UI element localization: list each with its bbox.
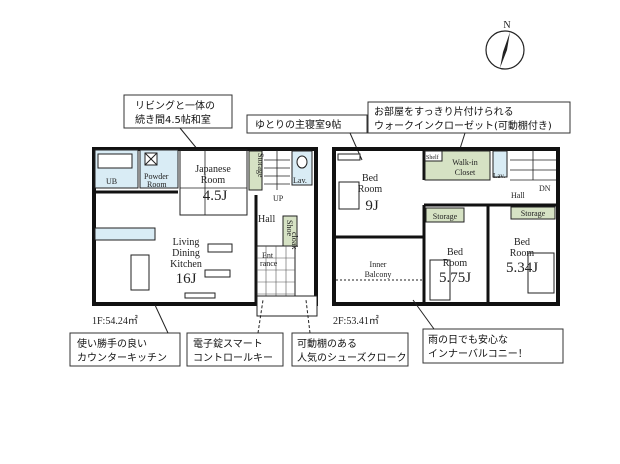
svg-text:Hall: Hall <box>258 214 275 225</box>
svg-text:Inner: Inner <box>370 260 387 269</box>
svg-text:16J: 16J <box>176 271 197 287</box>
compass-icon: N <box>485 20 525 70</box>
floor-1-area: 1F:54.24㎡ <box>92 315 138 327</box>
svg-text:Bed: Bed <box>362 173 378 184</box>
callout-japanese-room: リビングと一体の 続き間4.5帖和室 <box>123 94 233 151</box>
callout-master-bedroom: ゆとりの主寝室9帖 <box>246 114 368 161</box>
svg-text:Room: Room <box>147 180 167 189</box>
svg-text:Storage: Storage <box>433 212 458 221</box>
svg-text:インナーバルコニー！: インナーバルコニー！ <box>428 348 528 360</box>
svg-text:Lav.: Lav. <box>293 176 307 185</box>
svg-text:Shelf: Shelf <box>426 154 439 161</box>
svg-text:cloak: cloak <box>290 232 299 249</box>
svg-text:お部屋をすっきり片付けられる: お部屋をすっきり片付けられる <box>374 105 514 118</box>
svg-text:UP: UP <box>273 194 284 203</box>
svg-text:Kitchen: Kitchen <box>170 259 202 270</box>
svg-text:Japanese: Japanese <box>195 164 231 175</box>
svg-text:rance: rance <box>260 259 278 268</box>
svg-text:リビングと一体の: リビングと一体の <box>135 99 215 112</box>
callout-balcony: 雨の日でも安心な インナーバルコニー！ <box>412 299 564 364</box>
svg-text:Room: Room <box>443 258 468 269</box>
svg-text:Balcony: Balcony <box>365 270 392 279</box>
svg-text:UB: UB <box>106 177 117 186</box>
svg-text:Walk-in: Walk-in <box>452 158 478 167</box>
north-label: N <box>503 20 510 31</box>
svg-text:Bed: Bed <box>447 247 463 258</box>
svg-text:Living: Living <box>173 237 200 248</box>
svg-text:DN: DN <box>539 184 551 193</box>
svg-text:5.75J: 5.75J <box>439 270 471 286</box>
svg-text:Hall: Hall <box>511 191 526 200</box>
svg-text:Lav.: Lav. <box>493 172 505 180</box>
floor-2-plan: Bed Room 9J Shelf Walk-in Closet Lav. Ha… <box>332 147 560 306</box>
svg-text:コントロールキー: コントロールキー <box>193 353 273 364</box>
svg-text:Closet: Closet <box>455 168 476 177</box>
svg-text:雨の日でも安心な: 雨の日でも安心な <box>428 333 508 346</box>
callout-shoe-cloak: 可動棚のある 人気のシューズクローク <box>291 299 409 367</box>
svg-text:Bed: Bed <box>514 237 530 248</box>
svg-text:ウォークインクローゼット(可動棚付き): ウォークインクローゼット(可動棚付き) <box>374 119 552 132</box>
svg-text:9J: 9J <box>365 198 379 214</box>
floor-2-area: 2F:53.41㎡ <box>333 315 379 327</box>
svg-text:Storage: Storage <box>256 153 265 178</box>
svg-text:Room: Room <box>358 184 383 195</box>
svg-text:人気のシューズクローク: 人気のシューズクローク <box>297 351 407 364</box>
svg-text:4.5J: 4.5J <box>203 188 228 204</box>
svg-text:可動棚のある: 可動棚のある <box>297 337 357 350</box>
svg-text:カウンターキッチン: カウンターキッチン <box>77 352 167 364</box>
svg-text:ゆとりの主寝室9帖: ゆとりの主寝室9帖 <box>255 118 341 131</box>
svg-text:Shoe: Shoe <box>285 220 294 236</box>
svg-text:Dining: Dining <box>172 248 200 259</box>
callout-walk-in-closet: お部屋をすっきり片付けられる ウォークインクローゼット(可動棚付き) <box>367 101 571 156</box>
callout-kitchen: 使い勝手の良い カウンターキッチン <box>69 304 181 367</box>
callout-smart-key: 電子錠スマート コントロールキー <box>186 299 284 367</box>
svg-text:使い勝手の良い: 使い勝手の良い <box>77 337 147 350</box>
svg-text:5.34J: 5.34J <box>506 260 538 276</box>
svg-text:Room: Room <box>510 248 535 259</box>
svg-text:Powder: Powder <box>144 172 169 181</box>
svg-text:Storage: Storage <box>521 209 546 218</box>
svg-text:Room: Room <box>201 175 226 186</box>
floor-1-plan: UB Powder Room Japanese Room 4.5J Storag… <box>92 147 318 317</box>
svg-text:電子錠スマート: 電子錠スマート <box>193 337 263 350</box>
svg-text:続き間4.5帖和室: 続き間4.5帖和室 <box>135 113 211 126</box>
svg-text:Ent: Ent <box>262 251 274 260</box>
